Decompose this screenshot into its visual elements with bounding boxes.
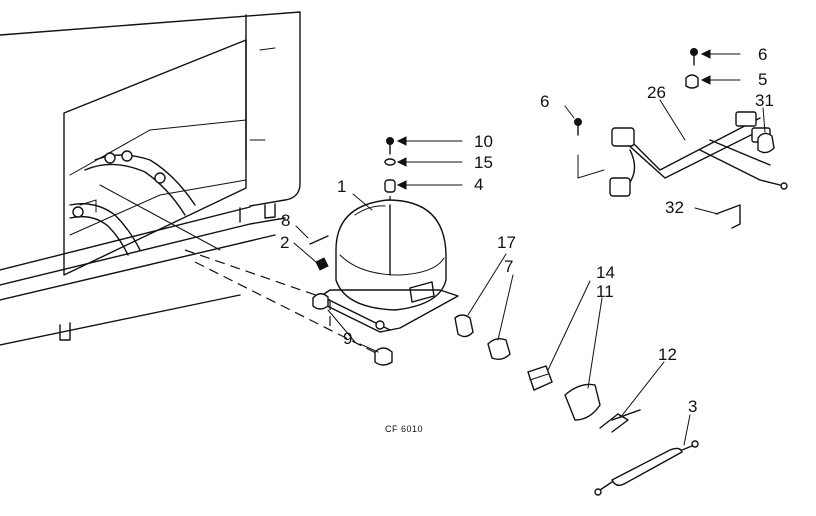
mounting-hardware [309, 137, 396, 366]
electrical-parts [454, 314, 699, 496]
leader-lines [293, 53, 766, 446]
callout-15: 15 [474, 153, 493, 172]
callout-14: 14 [596, 263, 615, 282]
callout-26: 26 [647, 83, 666, 102]
arrowheads [396, 49, 711, 190]
callout-9: 9 [343, 329, 352, 348]
callout-17: 17 [497, 233, 516, 252]
callout-5: 5 [758, 70, 767, 89]
callout-10: 10 [474, 132, 493, 151]
callout-8: 8 [281, 211, 290, 230]
callout-11: 11 [596, 282, 614, 301]
callout-1: 1 [337, 177, 346, 196]
assembly-guide-lines [184, 180, 391, 356]
callout-2: 2 [280, 233, 289, 252]
callout-6-top: 6 [758, 45, 767, 64]
callout-4: 4 [474, 175, 483, 194]
callout-32: 32 [665, 198, 684, 217]
callout-31: 31 [755, 91, 774, 110]
callout-12: 12 [658, 345, 677, 364]
drawing-code: CF 6010 [385, 424, 423, 434]
callout-3: 3 [688, 397, 697, 416]
refrigerator-cabinet [0, 11, 301, 346]
callout-labels: 1 2 3 4 5 6 6 7 8 9 10 11 12 14 15 17 26… [280, 45, 774, 416]
wiring-harness [574, 48, 788, 229]
callout-6-left: 6 [540, 92, 549, 111]
callout-7: 7 [504, 257, 513, 276]
compressor [314, 199, 459, 333]
